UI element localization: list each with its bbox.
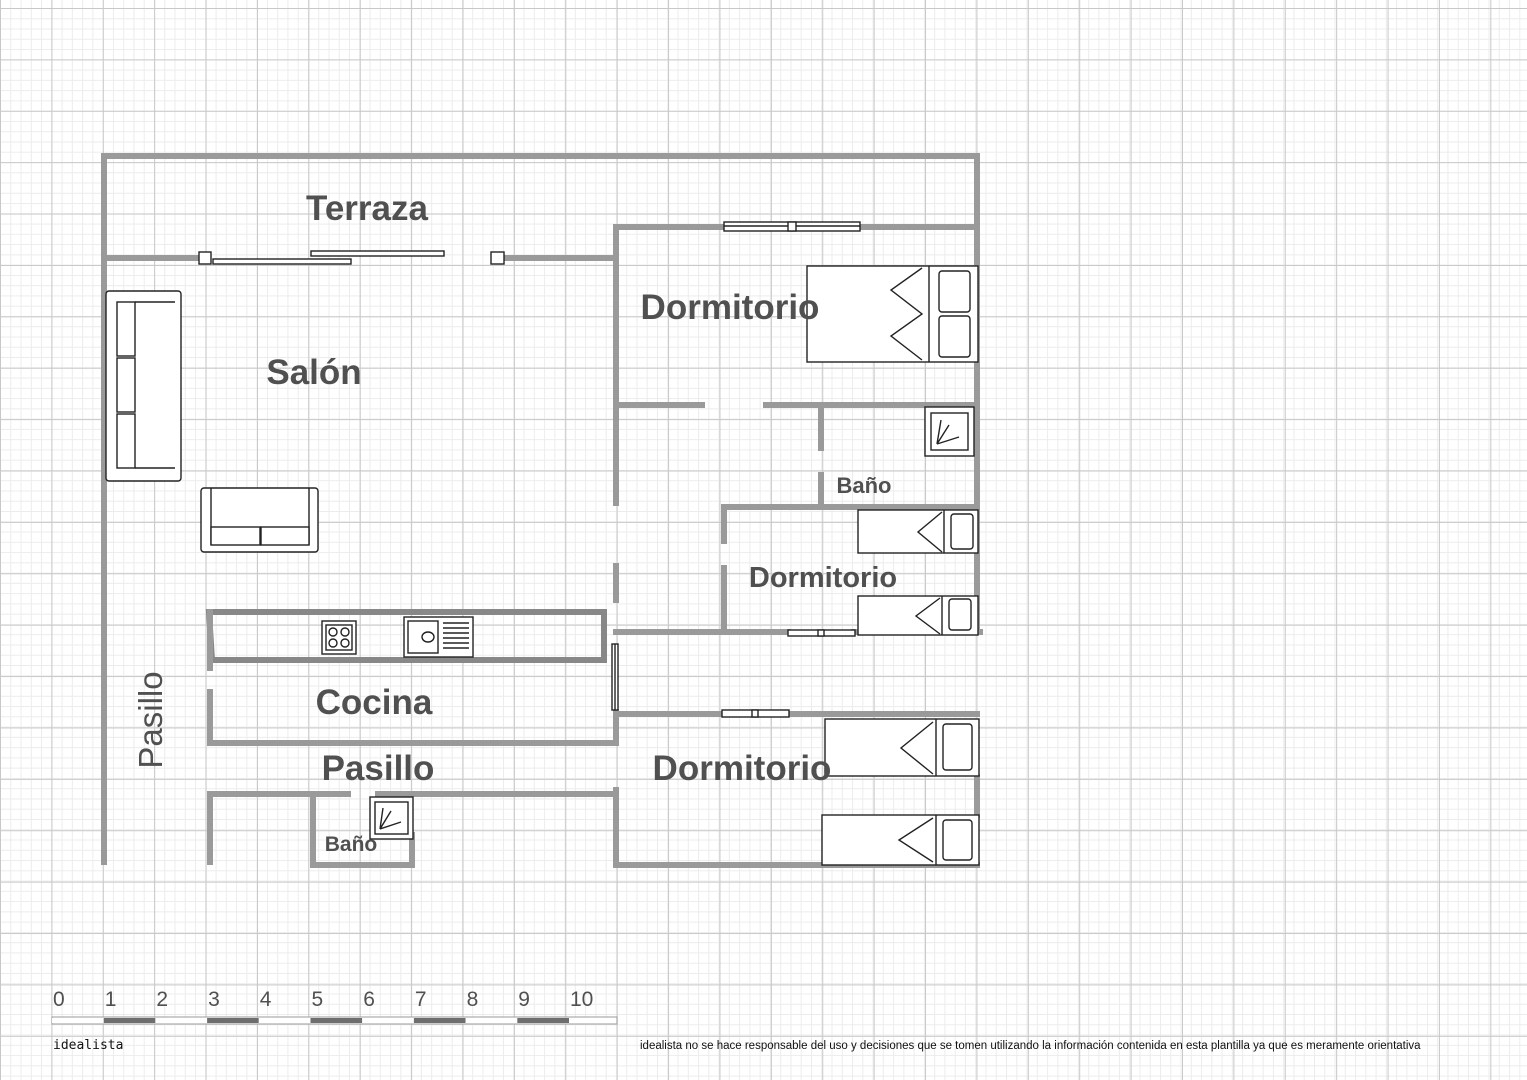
walls — [101, 153, 983, 868]
sofa-icon — [105, 290, 182, 482]
terrace-door-post-left — [198, 251, 212, 265]
terrace-door-post-right — [490, 251, 505, 265]
wall-kitchen — [207, 609, 619, 746]
scale-segment — [52, 1018, 104, 1023]
single-bed-icon — [821, 814, 980, 866]
scale-tick-label: 7 — [415, 988, 427, 1011]
label-dormitorio-1: Dormitorio — [641, 288, 820, 327]
wall-top — [101, 153, 980, 633]
label-dormitorio-2: Dormitorio — [749, 562, 897, 594]
scale-segment — [155, 1018, 208, 1023]
scale-segment — [465, 1018, 518, 1023]
wall-bathroom-2 — [310, 791, 415, 868]
terrace-door-panel-2 — [310, 250, 445, 257]
label-salon: Salón — [266, 353, 361, 392]
sink-icon — [403, 616, 474, 658]
single-bed-icon — [824, 718, 980, 777]
single-bed-icon — [857, 509, 979, 554]
scale-tick-label: 5 — [312, 988, 324, 1011]
scale-bar: 0 1 2 3 4 5 6 7 8 9 10 — [51, 988, 618, 1025]
scale-segment — [258, 1018, 311, 1023]
disclaimer-text: idealista no se hace responsable del uso… — [640, 1040, 1421, 1052]
hob-icon — [321, 620, 357, 655]
loveseat-icon — [200, 487, 319, 553]
shower-icon — [924, 406, 975, 457]
scale-tick-label: 3 — [208, 988, 220, 1011]
label-terraza: Terraza — [306, 189, 428, 228]
scale-segments — [52, 1018, 569, 1023]
scale-segment — [207, 1018, 259, 1023]
wall-bedroom-3 — [613, 711, 980, 868]
label-bano-1: Baño — [837, 473, 892, 498]
scale-tick-label: 8 — [467, 988, 479, 1011]
scale-segment — [362, 1018, 414, 1023]
windows — [198, 221, 861, 718]
furniture — [105, 265, 980, 866]
scale-tick-label: 1 — [105, 988, 117, 1011]
double-bed-icon — [806, 265, 979, 363]
scale-tick-label: 0 — [53, 988, 65, 1011]
scale-tick-label: 6 — [363, 988, 375, 1011]
scale-tick-label: 2 — [156, 988, 168, 1011]
wall-hallway — [207, 791, 619, 865]
scale-segment — [310, 1018, 363, 1023]
window-bedroom-3-mullion — [751, 709, 759, 718]
label-dormitorio-3: Dormitorio — [653, 749, 832, 788]
shower-icon — [369, 796, 414, 840]
scale-segment — [413, 1018, 466, 1023]
wall-bedroom-2 — [721, 504, 980, 633]
label-cocina: Cocina — [316, 683, 433, 722]
room-labels: Terraza Salón Dormitorio Baño Dormitorio… — [132, 189, 897, 856]
label-pasillo-vertical: Pasillo — [132, 671, 169, 768]
label-bano-2: Baño — [325, 833, 378, 856]
wall-bedroom-1 — [613, 224, 980, 506]
scale-tick-label: 9 — [518, 988, 530, 1011]
scale-tick-label: 10 — [570, 988, 593, 1011]
window-bedroom-1-mullion — [787, 221, 797, 232]
single-bed-icon — [857, 595, 979, 636]
scale-tick-label: 4 — [260, 988, 272, 1011]
label-pasillo: Pasillo — [322, 749, 435, 788]
scale-segment — [103, 1018, 156, 1023]
scale-ticks: 0 1 2 3 4 5 6 7 8 9 10 — [53, 988, 593, 1011]
terrace-door-panel-1 — [212, 258, 352, 265]
scale-segment — [517, 1018, 569, 1023]
window-bedroom-2-mullion — [817, 629, 825, 637]
brand-logo: idealista — [53, 1038, 124, 1053]
